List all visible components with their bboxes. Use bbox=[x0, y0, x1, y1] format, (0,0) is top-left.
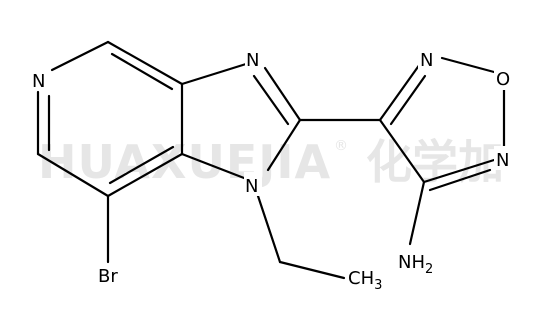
label-bg-n5 bbox=[32, 66, 48, 90]
furazan-ring bbox=[298, 56, 506, 246]
bond-c2-n1 bbox=[266, 118, 302, 172]
bond-c3-n2 bbox=[378, 62, 422, 122]
atom-n-imidazole-top: N bbox=[246, 50, 259, 71]
atom-n-furazan-right: N bbox=[496, 150, 509, 171]
watermark-text: HUAXUEJIA bbox=[38, 135, 331, 189]
label-bg-n-furazan-top bbox=[418, 46, 436, 70]
bond-c4-c3 bbox=[378, 118, 426, 184]
bond-c3a-n3 bbox=[180, 62, 248, 86]
bond-c4-n5 bbox=[50, 40, 110, 72]
label-bg-n3 bbox=[245, 46, 263, 70]
amine-n-text: NH bbox=[398, 252, 425, 273]
atom-o-furazan: O bbox=[496, 69, 510, 90]
methyl-text: CH bbox=[348, 268, 374, 289]
watermark-cn-text: 化学加 bbox=[366, 135, 504, 189]
atom-n-furazan-top: N bbox=[420, 50, 433, 71]
bond-c7-c7a bbox=[106, 152, 184, 198]
label-bg-n1 bbox=[244, 172, 262, 196]
pyridine-ring bbox=[36, 40, 184, 264]
imidazole-ring bbox=[180, 62, 346, 280]
bond-c4-c3a-inner bbox=[110, 52, 174, 91]
label-bg-n-furazan-right bbox=[494, 146, 512, 170]
bond-c6-c7 bbox=[36, 152, 110, 198]
bond-n3-c2-inner bbox=[252, 74, 290, 126]
bond-n5-c4 bbox=[422, 158, 496, 184]
bond-c3-n2-inner bbox=[389, 74, 427, 126]
watermark-registered-mark: ® bbox=[334, 138, 348, 154]
amine-subscript: 2 bbox=[425, 262, 433, 277]
methyl-subscript: 3 bbox=[374, 278, 382, 293]
watermark: HUAXUEJIA ® 化学加 bbox=[38, 135, 504, 189]
bond-c4-nh2 bbox=[408, 180, 426, 246]
atom-labels: N N N N O N Br NH2 CH3 bbox=[32, 46, 512, 293]
atom-br: Br bbox=[98, 266, 118, 287]
atom-n-pyridine: N bbox=[32, 71, 45, 92]
bond-c4-c3a bbox=[106, 40, 184, 86]
label-bg-o bbox=[494, 66, 512, 90]
bond-n5-c4-inner bbox=[428, 168, 492, 192]
bond-ch2-ch3 bbox=[278, 260, 346, 280]
bond-c7a-n1 bbox=[180, 152, 246, 180]
atom-n-imidazole-ethyl: N bbox=[245, 176, 258, 197]
atom-amine-n: NH2 bbox=[398, 252, 433, 277]
bond-n3-c2 bbox=[263, 66, 302, 122]
bond-n2-o1 bbox=[440, 56, 496, 74]
bond-n1-ch2 bbox=[256, 194, 282, 264]
bond-c7-c7a-inner bbox=[108, 145, 175, 185]
atom-methyl: CH3 bbox=[348, 268, 382, 293]
